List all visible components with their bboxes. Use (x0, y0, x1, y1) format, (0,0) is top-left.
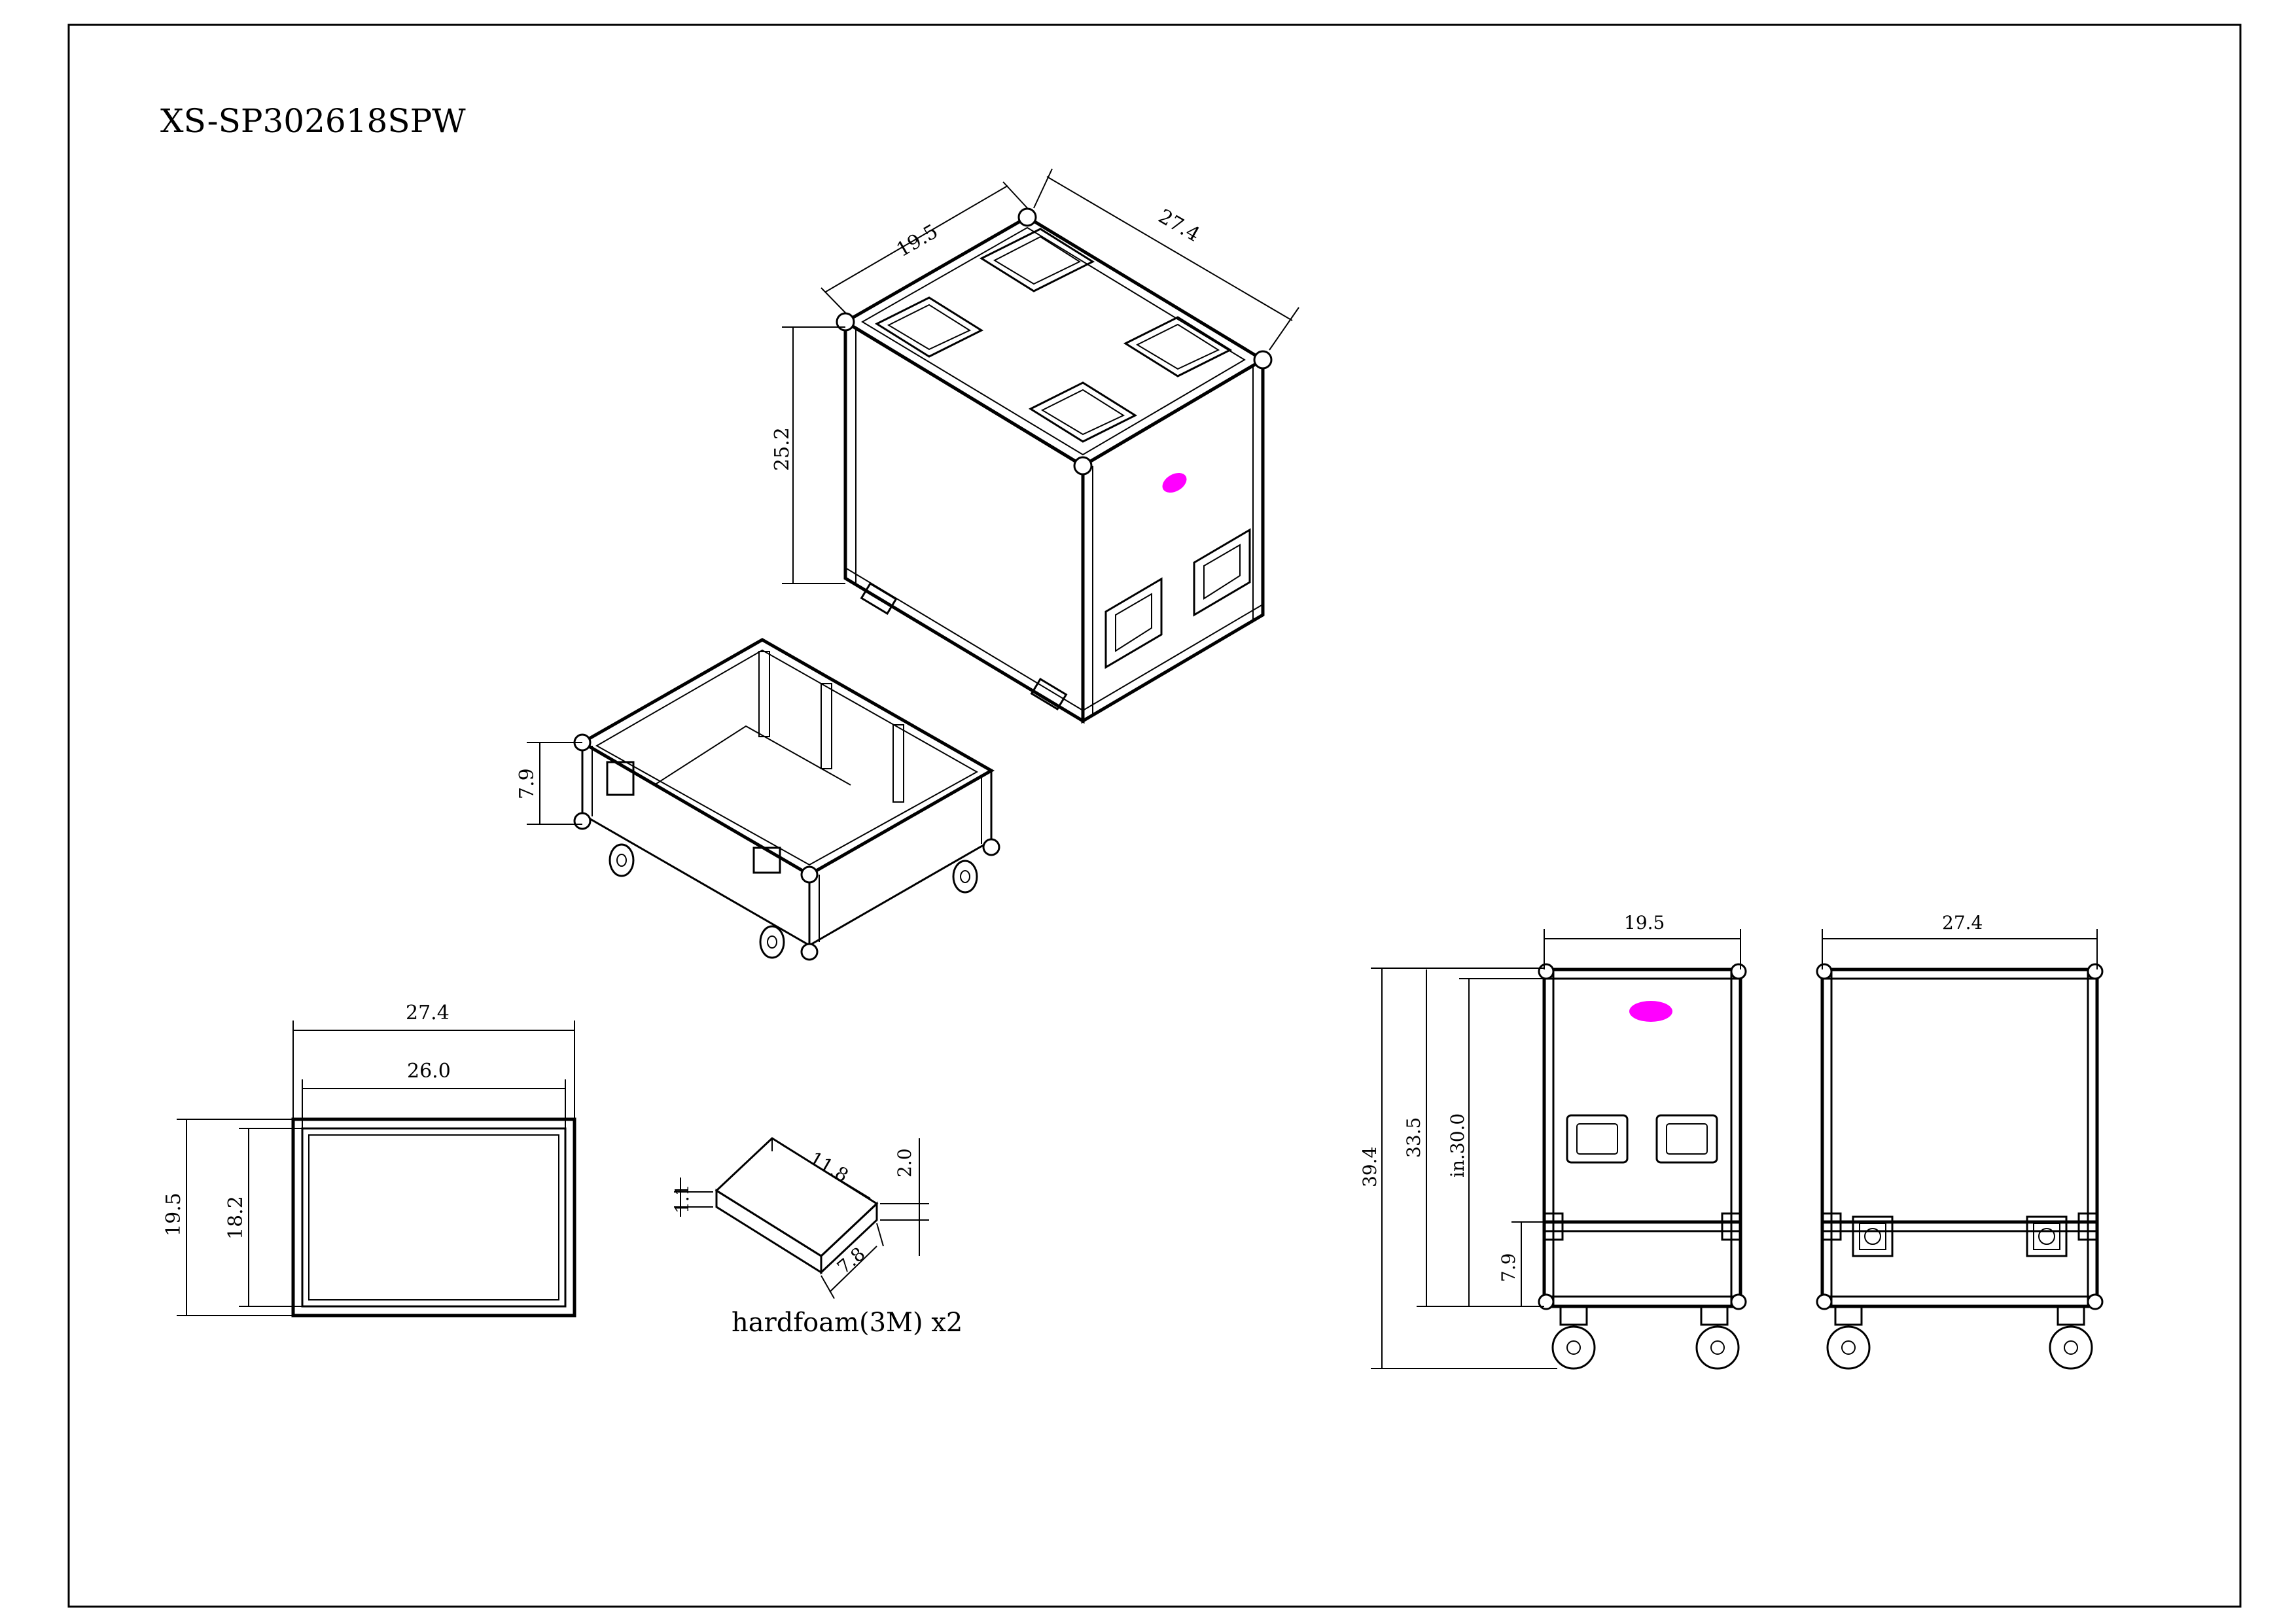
sheet-border (67, 24, 2242, 1608)
side-handle (1104, 577, 1163, 669)
dim-label: 18.2 (224, 1196, 247, 1240)
corner-ball (573, 812, 592, 830)
dim-label: 7.9 (1498, 1253, 1519, 1282)
corner-ball (1017, 207, 1037, 227)
dim-label: 27.4 (1942, 912, 1983, 934)
dim-label: 27.4 (406, 1002, 450, 1024)
caster-wheel (609, 843, 635, 877)
foam-piece: 1.1 11.8 2.0 7.8 hardfoam(3M) x2 (671, 1137, 963, 1338)
dim-label: 27.4 (1154, 205, 1203, 247)
interior-rail (892, 724, 904, 803)
latch-plate (1721, 1212, 1742, 1241)
bottom-skid (1030, 677, 1068, 711)
corner-ball (800, 865, 819, 884)
corner-ball (800, 943, 819, 961)
caster-wheel (2049, 1306, 2093, 1370)
butterfly-latch (1852, 1215, 1894, 1257)
latch-plate (1821, 1212, 1842, 1241)
iso-lid (573, 638, 1000, 961)
side-dim-length: 27.4 (1822, 912, 2098, 969)
dim-label: 33.5 (1403, 1117, 1424, 1158)
lid-latch (752, 846, 781, 874)
bottom-skid (860, 582, 898, 616)
front-dim-width: 19.5 (1544, 912, 1741, 969)
dim-label: 19.5 (1624, 912, 1665, 934)
dim-label: 11.8 (806, 1147, 852, 1187)
dim-label: 39.4 (1359, 1147, 1381, 1187)
corner-ball (1730, 963, 1747, 980)
corner-ball (836, 312, 855, 332)
side-view (1816, 963, 2104, 1370)
dim-label: 25.2 (771, 427, 794, 471)
logo-mark (1629, 1001, 1672, 1022)
top-handle-recess (874, 296, 984, 358)
side-handle (1655, 1114, 1718, 1164)
dim-label: 19.5 (892, 220, 942, 262)
side-handle (1566, 1114, 1629, 1164)
interior-rail (821, 683, 832, 769)
top-handle-recess (1028, 381, 1138, 443)
dim-label: 7.9 (516, 768, 539, 799)
iso-dim-width: 19.5 (821, 181, 1028, 313)
butterfly-latch (2026, 1215, 2068, 1257)
dim-label: 2.0 (894, 1148, 915, 1178)
front-dim-overall: 39.4 (1359, 968, 1557, 1369)
front-dim-inner: in.30.0 (1447, 978, 1544, 1306)
caster-wheel (952, 860, 978, 894)
iso-lid-dim-height: 7.9 (516, 742, 582, 825)
corner-ball (1816, 963, 1833, 980)
lid-latch (606, 761, 635, 796)
corner-ball (2087, 963, 2104, 980)
top-handle-recess (979, 228, 1095, 292)
latch-plate (1543, 1212, 1564, 1241)
foam-label: hardfoam(3M) x2 (732, 1308, 963, 1338)
corner-ball (1538, 1293, 1555, 1310)
caster-wheel (1826, 1306, 1871, 1370)
top-view: 27.4 26.0 19.5 18.2 (162, 1002, 576, 1318)
corner-ball (1073, 456, 1093, 476)
caster-wheel (759, 925, 785, 959)
iso-case-body (836, 207, 1273, 724)
corner-ball (2087, 1293, 2104, 1310)
logo-mark (1162, 472, 1187, 493)
drawing-title: XS-SP302618SPW (160, 102, 466, 140)
dim-label: in.30.0 (1447, 1113, 1468, 1178)
side-handle (1193, 528, 1251, 617)
corner-ball (1816, 1293, 1833, 1310)
front-dim-body: 33.5 (1403, 969, 1544, 1307)
front-dim-lid: 7.9 (1498, 1221, 1544, 1306)
dim-label: 7.8 (833, 1243, 869, 1278)
front-view (1538, 963, 1747, 1370)
caster-wheel (1695, 1306, 1740, 1370)
corner-ball (1730, 1293, 1747, 1310)
interior-rail (758, 651, 770, 737)
corner-ball (1538, 963, 1555, 980)
top-handle-recess (1123, 316, 1233, 377)
caster-wheel (1551, 1306, 1596, 1370)
dim-label: 19.5 (162, 1193, 185, 1236)
dim-label: 1.1 (671, 1184, 693, 1213)
corner-ball (1253, 350, 1273, 370)
corner-ball (982, 838, 1000, 856)
dim-label: 26.0 (407, 1060, 451, 1083)
latch-plate (2077, 1212, 2098, 1241)
iso-dim-height: 25.2 (771, 326, 845, 584)
